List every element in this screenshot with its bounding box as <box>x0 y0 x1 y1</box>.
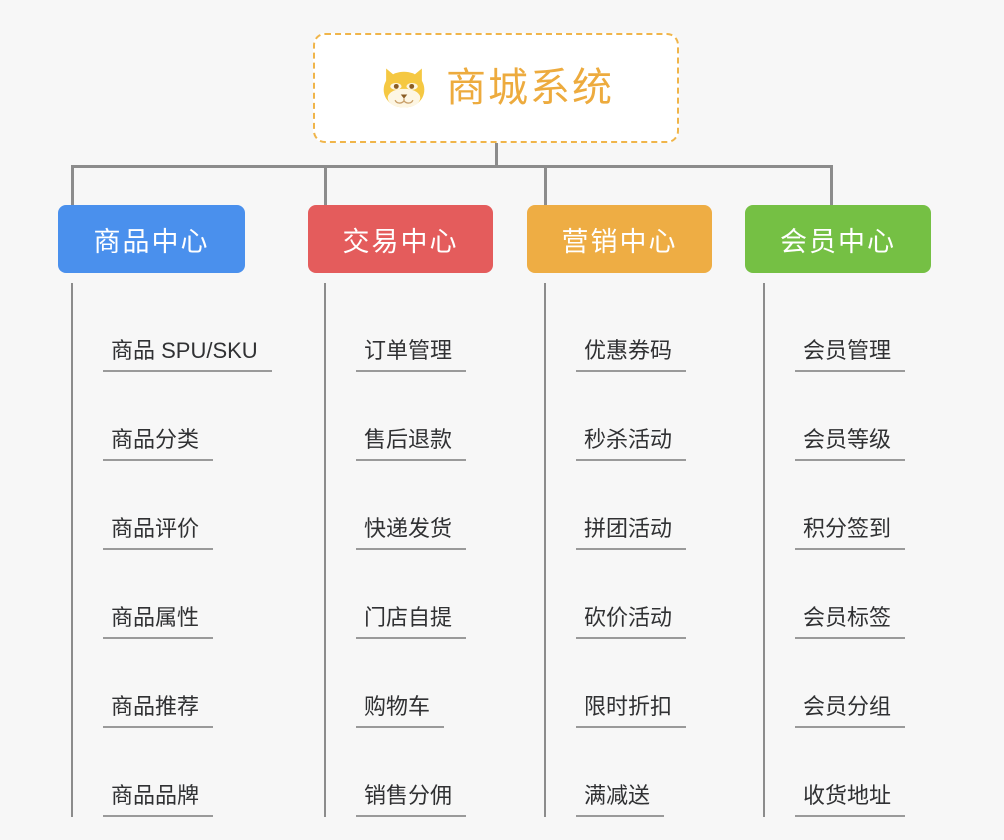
leaf-label: 商品品牌 <box>103 782 214 817</box>
leaf-label: 会员等级 <box>795 426 906 461</box>
list-item[interactable]: 商品 SPU/SKU <box>71 283 272 372</box>
branch-trunk-1 <box>71 283 73 817</box>
leaf-label: 商品分类 <box>103 426 214 461</box>
list-item[interactable]: 秒杀活动 <box>544 372 687 461</box>
leaf-label: 订单管理 <box>356 337 467 372</box>
connector-drop-1 <box>71 165 74 205</box>
leaf-label: 商品推荐 <box>103 693 214 728</box>
list-item[interactable]: 商品品牌 <box>71 728 272 817</box>
category-header-1[interactable]: 商品中心 <box>58 205 245 273</box>
leaf-label: 购物车 <box>356 693 445 728</box>
list-item[interactable]: 会员标签 <box>763 550 906 639</box>
leaf-label: 积分签到 <box>795 515 906 550</box>
leaf-label: 销售分佣 <box>356 782 467 817</box>
leaf-label: 会员分组 <box>795 693 906 728</box>
root-title: 商城系统 <box>446 66 614 110</box>
leaf-label: 会员管理 <box>795 337 906 372</box>
leaf-label: 商品属性 <box>103 604 214 639</box>
leaf-label: 门店自提 <box>356 604 467 639</box>
branch-column-4: 会员管理 会员等级 积分签到 会员标签 会员分组 收货地址 <box>763 283 906 817</box>
category-title-2: 交易中心 <box>342 226 459 257</box>
list-item[interactable]: 会员分组 <box>763 639 906 728</box>
branch-trunk-2 <box>324 283 326 817</box>
list-item[interactable]: 限时折扣 <box>544 639 687 728</box>
list-item[interactable]: 拼团活动 <box>544 461 687 550</box>
leaf-label: 优惠券码 <box>576 337 687 372</box>
category-title-1: 商品中心 <box>93 226 210 257</box>
branch-column-3: 优惠券码 秒杀活动 拼团活动 砍价活动 限时折扣 满减送 <box>544 283 687 817</box>
list-item[interactable]: 门店自提 <box>324 550 467 639</box>
connector-drop-2 <box>324 165 327 205</box>
list-item[interactable]: 售后退款 <box>324 372 467 461</box>
connector-horizontal-bus <box>71 165 833 168</box>
list-item[interactable]: 砍价活动 <box>544 550 687 639</box>
list-item[interactable]: 商品推荐 <box>71 639 272 728</box>
category-title-3: 营销中心 <box>561 226 678 257</box>
branch-trunk-3 <box>544 283 546 817</box>
leaf-label: 会员标签 <box>795 604 906 639</box>
leaf-label: 拼团活动 <box>576 515 687 550</box>
leaf-label: 快递发货 <box>356 515 467 550</box>
leaf-label: 收货地址 <box>795 782 906 817</box>
list-item[interactable]: 销售分佣 <box>324 728 467 817</box>
leaf-label: 售后退款 <box>356 426 467 461</box>
list-item[interactable]: 会员等级 <box>763 372 906 461</box>
shiba-inu-dog-face-icon <box>383 68 425 108</box>
branch-column-2: 订单管理 售后退款 快递发货 门店自提 购物车 销售分佣 <box>324 283 467 817</box>
list-item[interactable]: 积分签到 <box>763 461 906 550</box>
root-node[interactable]: 商城系统 <box>313 33 679 143</box>
list-item[interactable]: 商品分类 <box>71 372 272 461</box>
connector-drop-3 <box>544 165 547 205</box>
leaf-label: 限时折扣 <box>576 693 687 728</box>
leaf-label: 砍价活动 <box>576 604 687 639</box>
category-header-2[interactable]: 交易中心 <box>308 205 493 273</box>
list-item[interactable]: 商品评价 <box>71 461 272 550</box>
list-item[interactable]: 会员管理 <box>763 283 906 372</box>
list-item[interactable]: 收货地址 <box>763 728 906 817</box>
leaf-label: 商品 SPU/SKU <box>103 337 272 372</box>
branch-column-1: 商品 SPU/SKU 商品分类 商品评价 商品属性 商品推荐 商品品牌 <box>71 283 272 817</box>
list-item[interactable]: 订单管理 <box>324 283 467 372</box>
list-item[interactable]: 商品属性 <box>71 550 272 639</box>
list-item[interactable]: 购物车 <box>324 639 466 728</box>
category-title-4: 会员中心 <box>780 226 896 257</box>
branch-trunk-4 <box>763 283 765 817</box>
category-header-4[interactable]: 会员中心 <box>745 205 931 273</box>
leaf-label: 商品评价 <box>103 515 214 550</box>
category-header-3[interactable]: 营销中心 <box>527 205 712 273</box>
connector-drop-4 <box>830 165 833 205</box>
list-item[interactable]: 优惠券码 <box>544 283 687 372</box>
leaf-label: 秒杀活动 <box>576 426 687 461</box>
list-item[interactable]: 快递发货 <box>324 461 467 550</box>
list-item[interactable]: 满减送 <box>544 728 686 817</box>
leaf-label: 满减送 <box>576 782 665 817</box>
connector-root-stem <box>495 143 498 167</box>
